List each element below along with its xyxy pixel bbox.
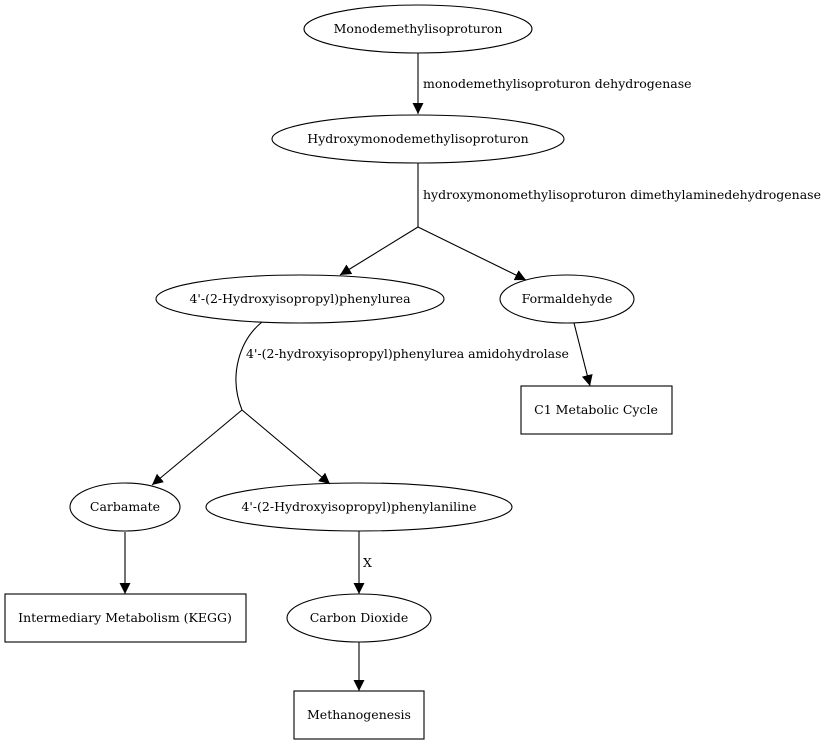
node-label: 4'-(2-Hydroxyisopropyl)phenylurea — [189, 291, 411, 306]
edge-label-hydroxymonomethylisoproturon-dehydrogenase: hydroxymonomethylisoproturon dimethylami… — [423, 187, 821, 202]
node-label: C1 Metabolic Cycle — [534, 402, 658, 417]
edge-junction-to-carbamate — [151, 409, 243, 486]
edge-label-phenylurea-amidohydrolase: 4'-(2-hydroxyisopropyl)phenylurea amidoh… — [246, 346, 569, 361]
node-formaldehyde: Formaldehyde — [499, 274, 635, 324]
node-label: Methanogenesis — [307, 707, 411, 722]
node-label: 4'-(2-Hydroxyisopropyl)phenylaniline — [241, 499, 476, 514]
node-label: Formaldehyde — [522, 291, 613, 306]
edge-formaldehyde-to-c1-cycle — [573, 322, 593, 387]
node-c1-metabolic-cycle: C1 Metabolic Cycle — [520, 385, 673, 435]
node-label: Intermediary Metabolism (KEGG) — [18, 610, 232, 625]
node-label: Monodemethylisoproturon — [334, 21, 503, 36]
node-methanogenesis: Methanogenesis — [293, 690, 425, 740]
edge-junction-to-phenylaniline — [241, 409, 331, 485]
node-hydroxymonodemethylisoproturon: Hydroxymonodemethylisoproturon — [271, 114, 565, 164]
node-hydroxyisopropyl-phenylurea: 4'-(2-Hydroxyisopropyl)phenylurea — [155, 274, 445, 324]
node-carbamate: Carbamate — [69, 482, 181, 532]
node-hydroxyisopropyl-phenylaniline: 4'-(2-Hydroxyisopropyl)phenylaniline — [205, 482, 513, 532]
edge-label-monodemethylisoproturon-dehydrogenase: monodemethylisoproturon dehydrogenase — [423, 76, 692, 91]
node-label: Carbon Dioxide — [310, 610, 409, 625]
node-label: Carbamate — [90, 499, 160, 514]
node-carbon-dioxide: Carbon Dioxide — [286, 593, 432, 643]
edge-label-unknown-step: X — [363, 555, 372, 570]
node-intermediary-metabolism: Intermediary Metabolism (KEGG) — [4, 593, 247, 643]
edge-junction-to-phenylurea — [339, 226, 419, 276]
node-monodemethylisoproturon: Monodemethylisoproturon — [303, 4, 533, 54]
node-label: Hydroxymonodemethylisoproturon — [307, 131, 528, 146]
edge-junction-to-formaldehyde — [417, 226, 527, 281]
edge-phenylurea-to-junction — [235, 321, 263, 411]
